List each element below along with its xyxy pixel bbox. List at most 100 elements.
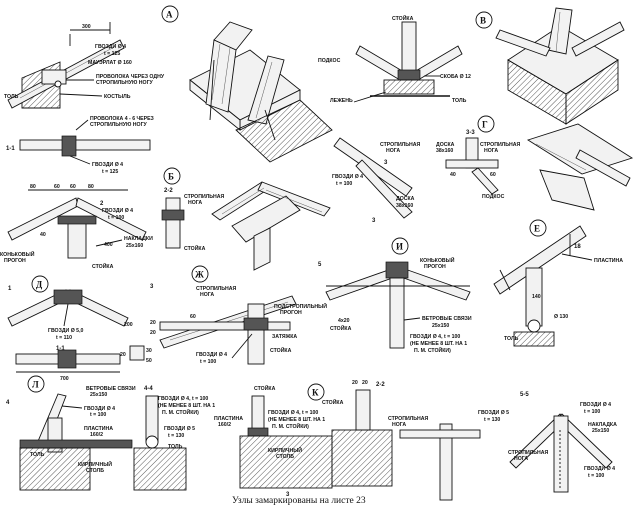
- dim-700: 700: [60, 376, 69, 382]
- label-nails-k: ГВОЗДИ Ø 4, t = 100: [268, 410, 318, 416]
- node-l-letter: Л: [32, 380, 39, 390]
- label-t130-br: t = 130: [484, 417, 500, 423]
- label-t125: t = 125: [104, 51, 120, 57]
- label-nails-d: ГВОЗДИ Ø 5,0: [48, 328, 84, 334]
- iso-b-post: [253, 227, 271, 271]
- label-post-k: СТОЙКА: [254, 384, 276, 392]
- label-nails-k3: П. М. СТОЙКИ): [272, 422, 309, 430]
- node-d-letter: Д: [36, 280, 43, 290]
- label-wind-l: ВЕТРОВЫЕ СВЯЗИ: [86, 386, 136, 392]
- label-staple: СКОБА Ø 12: [440, 74, 471, 80]
- section-2-2b-label: 2-2: [376, 382, 385, 388]
- mauerlat-beam: [41, 69, 67, 85]
- iso-b-purlin: [231, 195, 301, 243]
- label-purlin-i: ПРОГОН: [424, 264, 446, 270]
- section-3-3-label: 3-3: [466, 130, 475, 136]
- dim-400: 400: [104, 242, 113, 248]
- node-v-marker: В: [475, 11, 493, 29]
- label-t100-br3: t = 100: [588, 473, 604, 479]
- node-a-marker: А: [161, 5, 179, 23]
- node-l-detail: 4 ВЕТРОВЫЕ СВЯЗИ 25x150 ГВОЗДИ Ø 4 t = 1…: [6, 386, 136, 491]
- label-leg-br2: НОГА: [514, 456, 528, 462]
- section-g-board: [445, 159, 499, 169]
- section-rafter-cut: [61, 135, 77, 157]
- dim-1-d: 1: [8, 286, 12, 292]
- ridge-purlin: [57, 215, 97, 225]
- dim-3-g: 3: [384, 160, 388, 166]
- section-5-5-label: 5-5: [520, 392, 529, 398]
- node-e-letter: Е: [534, 224, 540, 234]
- node-k-letter: К: [312, 388, 319, 398]
- label-nails-i: ГВОЗДИ Ø 4, t = 100: [410, 334, 460, 340]
- dim-60-g: 60: [490, 172, 496, 178]
- dim-140: 140: [532, 294, 541, 300]
- node-k-marker: К: [307, 383, 325, 401]
- dim-20b: 20: [150, 320, 156, 326]
- label-plate-k2: 160/2: [218, 422, 231, 428]
- node-d-detail: 1 ГВОЗДИ Ø 5,0 t = 110 200: [7, 286, 133, 341]
- iso-wall: [235, 99, 333, 163]
- iso-b-rafter-right: [257, 181, 331, 217]
- node-g-letter: Г: [482, 120, 488, 130]
- node-l-section-4-4: 4-4 ГВОЗДИ Ø 4, t = 100 (НЕ МЕНЕЕ 8 ШТ. …: [133, 386, 215, 491]
- node-b-marker: Б: [163, 167, 181, 185]
- node-i-letter: И: [396, 242, 403, 252]
- label-straps2: 25x160: [126, 243, 143, 249]
- dim-3-k: 3: [286, 492, 290, 498]
- post-i: [389, 277, 405, 349]
- post: [401, 21, 417, 79]
- node-v-letter: В: [480, 16, 486, 26]
- iso-v-brace-left: [495, 29, 551, 57]
- label-wire-46b: СТРОПИЛЬНУЮ НОГУ: [90, 122, 148, 128]
- purlin-round-e: [527, 319, 541, 333]
- label-leg-zh: НОГА: [200, 292, 214, 298]
- iso-v-post: [547, 7, 573, 55]
- board-g: [355, 159, 413, 219]
- label-brick-k: КИРПИЧНЫЙ: [268, 446, 302, 454]
- label-wind: ВЕТРОВЫЕ СВЯЗИ: [422, 316, 472, 322]
- node-b-section-2-2: 2-2 СТРОПИЛЬНАЯ НОГА СТОЙКА: [161, 188, 225, 252]
- label-wire-46: ПРОВОЛОКА 4 - 6 ЧЕРЕЗ: [90, 116, 155, 122]
- label-nails-i2: (НЕ МЕНЕЕ 8 ШТ. НА 1: [410, 341, 467, 347]
- dim-80b: 80: [88, 184, 94, 190]
- label-leg-b: НОГА: [188, 200, 202, 206]
- label-post: СТОЙКА: [392, 14, 414, 22]
- dim-60b: 60: [70, 184, 76, 190]
- section-beam: [19, 139, 151, 151]
- label-sill: ЛЕЖЕНЬ: [330, 98, 353, 104]
- rafter-g: [333, 137, 413, 197]
- label-rafter-br2: СТРОПИЛЬНАЯ: [508, 450, 549, 456]
- label-rafter-b: СТРОПИЛЬНАЯ: [184, 194, 225, 200]
- label-tol-l: ТОЛЬ: [30, 452, 45, 458]
- dim-3b-g: 3: [372, 218, 376, 224]
- label-post-i: СТОЙКА: [330, 324, 352, 332]
- label-nails-l: ГВОЗДИ Ø 4: [84, 406, 115, 412]
- strut-left: [355, 45, 405, 81]
- label-nails: ГВОЗДИ Ø 4: [95, 44, 126, 50]
- node-i-marker: И: [391, 237, 409, 255]
- label-brace-g: ПОДКОС: [482, 194, 505, 200]
- dim-20-k1: 20: [352, 380, 358, 386]
- label-t100-zh: t = 100: [200, 359, 216, 365]
- label-post-b2: СТОЙКА: [184, 244, 206, 252]
- node-b-letter: Б: [168, 172, 174, 182]
- node-v-strut-detail: СТОЙКА ПОДКОС СКОБА Ø 12 ЛЕЖЕНЬ ТОЛЬ: [318, 14, 471, 104]
- dim-30: 30: [146, 348, 152, 354]
- br-post-2: [553, 415, 569, 493]
- label-brick-l: КИРПИЧНЫЙ: [78, 460, 112, 468]
- label-t125-2: t = 125: [102, 169, 118, 175]
- section-2-2-label: 2-2: [164, 188, 173, 194]
- base-e: [513, 331, 555, 347]
- tie-l: [19, 439, 133, 449]
- node-g-isometric-view: [526, 123, 634, 211]
- section-l-pillar: [133, 447, 187, 491]
- dim-40: 40: [40, 232, 46, 238]
- label-post-zh: СТОЙКА: [270, 346, 292, 354]
- dim-60a: 60: [54, 184, 60, 190]
- label-straps: НАКЛАДКИ: [124, 236, 153, 242]
- label-rafter-g: СТРОПИЛЬНАЯ: [380, 142, 421, 148]
- label-board-g: ДОСКА: [396, 196, 415, 202]
- iso-v-brace-right: [571, 21, 625, 57]
- section-k-post: [355, 389, 371, 431]
- dim-20a: 20: [120, 352, 126, 358]
